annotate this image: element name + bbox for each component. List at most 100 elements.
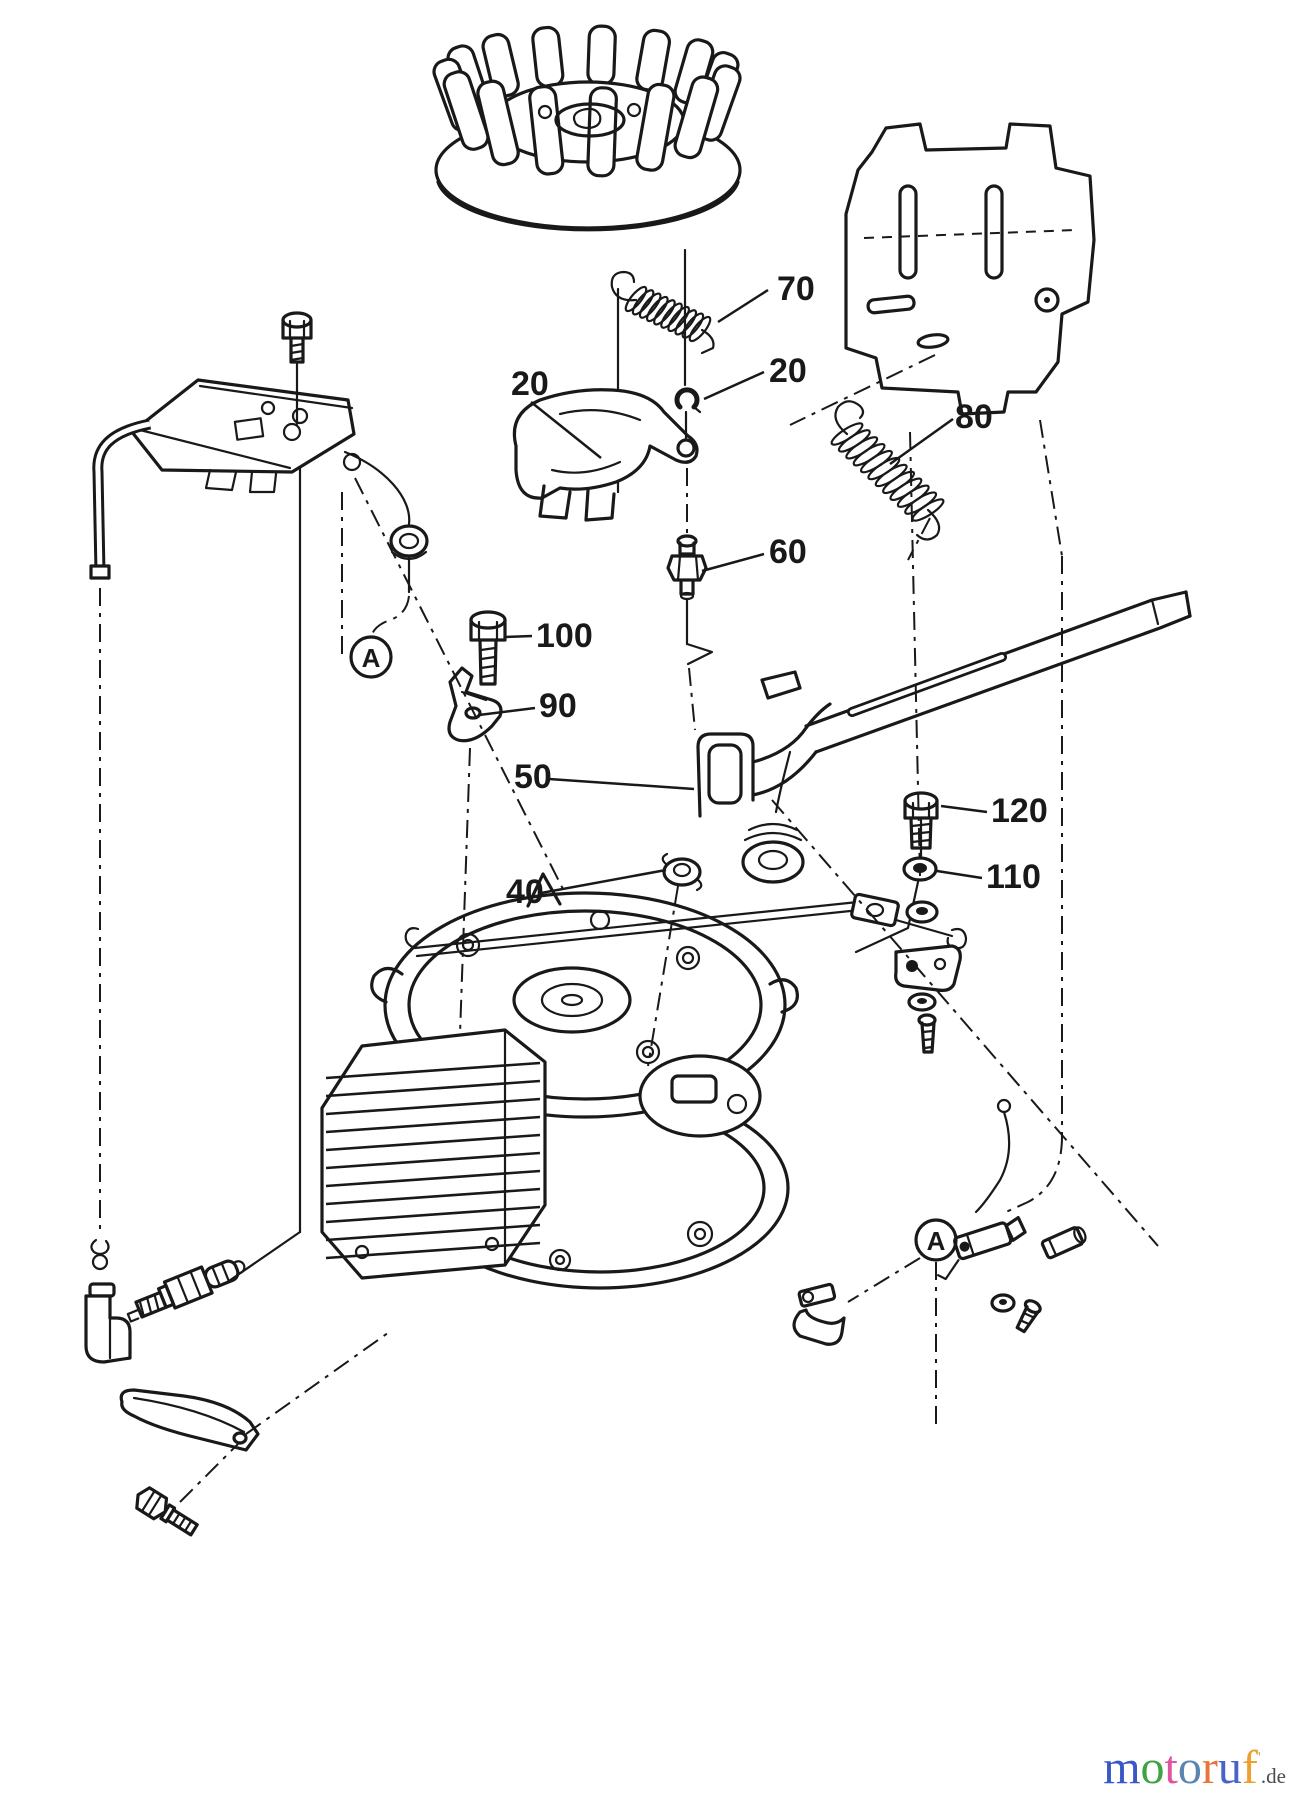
shoe-pivot-hole xyxy=(676,438,696,458)
callout-40: 40 xyxy=(506,873,544,911)
cylinder-fin xyxy=(325,1115,541,1134)
spring-coil xyxy=(688,315,712,343)
callout-110: 110 xyxy=(986,858,1041,896)
logo-letter: m xyxy=(1103,1741,1141,1794)
brake-shoe xyxy=(512,388,699,522)
washer-40 xyxy=(661,852,703,892)
engine-assembly xyxy=(320,872,799,1290)
spring-coil xyxy=(653,299,676,326)
logo-letter: o xyxy=(1177,1741,1202,1794)
flywheel xyxy=(432,24,742,232)
brake-spring-coils xyxy=(624,285,712,343)
view-marker-right: A xyxy=(914,1218,958,1262)
flywheel-fin xyxy=(635,28,671,93)
leader-120 xyxy=(940,804,988,814)
spring-coil xyxy=(667,305,690,333)
leader-90 xyxy=(478,706,536,717)
lever-pivot-boss xyxy=(741,840,805,884)
callout-60: 60 xyxy=(769,533,807,571)
cylinder-fin xyxy=(325,1169,541,1188)
leader-100 xyxy=(503,634,533,639)
cylinder-fin xyxy=(325,1133,541,1152)
view-marker-left-label: A xyxy=(362,643,381,673)
spark-plug xyxy=(126,1259,246,1323)
wire-connector xyxy=(1040,1226,1087,1260)
e-clip xyxy=(674,387,702,414)
spring-coil xyxy=(624,285,648,313)
coil-ground-wire xyxy=(343,450,411,526)
leader-60 xyxy=(701,552,765,573)
cylinder-fin xyxy=(325,1061,541,1080)
carburetor xyxy=(638,1054,762,1138)
flywheel-fin xyxy=(531,25,565,89)
callout-100: 100 xyxy=(536,617,593,655)
leader-40 xyxy=(540,868,667,895)
spring-coil xyxy=(674,309,698,336)
watermark-logo: motoruf'.de xyxy=(1103,1744,1286,1792)
throttle-link-rod xyxy=(404,892,968,958)
cylinder-fin xyxy=(325,1241,541,1260)
logo-letter: f xyxy=(1241,1741,1258,1794)
bolt-100 xyxy=(469,610,507,686)
callout-20a: 20 xyxy=(511,365,549,403)
callout-leaders xyxy=(478,288,988,895)
kill-switch-screw xyxy=(1015,1299,1042,1334)
flywheel-hub xyxy=(537,102,642,138)
leader-20b xyxy=(703,370,765,401)
leader-70 xyxy=(717,288,769,324)
spring-coil xyxy=(681,312,705,339)
callout-20b: 20 xyxy=(769,352,807,390)
ignition-coil xyxy=(89,378,429,594)
logo-letter: o xyxy=(1140,1741,1165,1794)
spring-coil xyxy=(638,292,662,319)
callout-80: 80 xyxy=(955,398,993,436)
spring-coil xyxy=(646,295,669,323)
kill-switch xyxy=(937,1216,1027,1281)
extension-spring xyxy=(830,400,945,541)
construction-lines xyxy=(99,248,1159,1503)
cylinder-fin xyxy=(325,1205,541,1224)
view-marker-left: A xyxy=(349,635,393,679)
kill-switch-group xyxy=(937,1098,1087,1334)
coil-bolt xyxy=(281,311,313,364)
cylinder-fin xyxy=(325,1079,541,1098)
flywheel-fin xyxy=(673,75,720,160)
callout-50: 50 xyxy=(514,758,552,796)
spring-coil xyxy=(660,302,683,329)
wire-grommet xyxy=(389,524,429,558)
leader-110 xyxy=(936,869,983,880)
coil-stud xyxy=(342,452,362,472)
brake-lever xyxy=(696,590,1192,884)
cable-clamp xyxy=(792,1282,846,1346)
logo-letter: r xyxy=(1201,1741,1218,1794)
spring-coil xyxy=(631,289,655,316)
extension-spring-coils xyxy=(830,422,945,522)
cylinder-fins xyxy=(325,1061,541,1260)
leader-50 xyxy=(548,777,695,791)
flywheel-fin xyxy=(635,82,676,172)
callout-70: 70 xyxy=(777,270,815,308)
callout-90: 90 xyxy=(539,687,577,725)
flywheel-fin xyxy=(586,24,617,86)
cylinder-fin xyxy=(325,1223,541,1242)
logo-letter: u xyxy=(1217,1741,1242,1794)
cylinder-fin xyxy=(325,1187,541,1206)
leader-80 xyxy=(889,417,954,466)
cable-bracket-stack xyxy=(894,900,962,1054)
logo-tick: ' xyxy=(1257,1748,1261,1767)
logo-suffix: .de xyxy=(1260,1764,1286,1788)
callout-labels: 70 20 20 60 80 100 90 50 40 120 110 xyxy=(506,270,1048,911)
pivot-bolt xyxy=(666,534,708,601)
view-marker-right-label: A xyxy=(927,1226,946,1256)
control-handle-bracket xyxy=(119,1388,260,1452)
spark-plug-boot xyxy=(84,1238,132,1364)
logo-letter: t xyxy=(1164,1741,1178,1794)
cylinder-fin xyxy=(325,1097,541,1116)
callout-120: 120 xyxy=(991,792,1048,830)
ground-bracket-90 xyxy=(447,666,503,743)
flywheel-fin xyxy=(442,70,490,151)
crank-hub xyxy=(512,966,632,1034)
flywheel-fin xyxy=(476,79,520,167)
control-bracket xyxy=(844,122,1096,416)
